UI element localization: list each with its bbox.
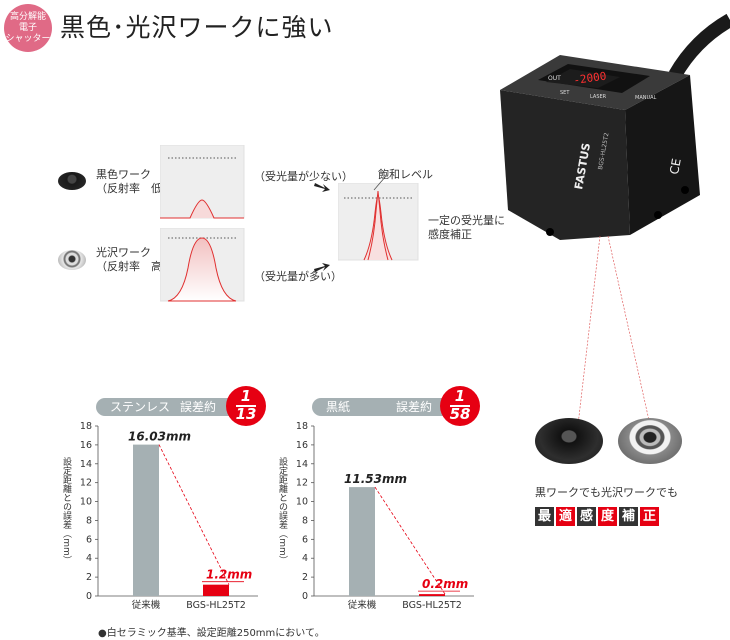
sensor-display-readout: -2000 (573, 69, 608, 86)
sensor-set-label: SET (560, 90, 570, 96)
chart2-ytick-10: 10 (296, 497, 308, 508)
black-work-name: 黒色ワーク (96, 168, 151, 181)
shiny-work-label: 光沢ワーク （反射率 高） (96, 246, 173, 274)
page-title: 黒色･光沢ワークに強い (60, 13, 334, 42)
high-light-panel (160, 228, 245, 302)
chart1-bar-0 (133, 444, 159, 596)
chart2-ytick-2: 2 (302, 572, 308, 583)
high-light-label: （受光量が多い） (254, 270, 342, 283)
sensor-laser-label: LASER (590, 94, 607, 100)
chart2-ytick-6: 6 (302, 534, 308, 545)
black-work-label: 黒色ワーク （反射率 低） (96, 168, 173, 196)
chart1-ytick-18: 18 (80, 421, 92, 432)
badge-char-4: 補 (619, 507, 638, 526)
chart1-trend-line (158, 444, 230, 585)
chart2-ytick-12: 12 (296, 478, 308, 489)
shiny-work-reflect: （反射率 高） (96, 260, 173, 273)
badge-line-1: 高分解能 (9, 11, 46, 22)
chart2-ytick-4: 4 (302, 553, 308, 564)
tagline: 黒ワークでも光沢ワークでも (535, 486, 678, 499)
saturation-label: 飽和レベル (378, 168, 433, 181)
chart1-ytick-12: 12 (80, 478, 92, 489)
low-light-panel (160, 145, 245, 219)
shiny-work-large-icon (618, 418, 682, 464)
chart2-bar-0 (349, 487, 375, 596)
badge-line-2: 電子 (18, 22, 37, 33)
chart1-ytick-8: 8 (86, 515, 92, 526)
chart1-ytick-16: 16 (80, 440, 92, 451)
shiny-bearing-icon (58, 250, 86, 270)
chart1-ytick-6: 6 (86, 534, 92, 545)
resolution-badge: 高分解能 電子 シャッター (4, 4, 52, 52)
chart1-header-right: 誤差約 (180, 400, 217, 414)
chart2-value-label-0: 11.53mm (344, 472, 407, 486)
badge-char-5: 正 (640, 507, 659, 526)
chart1-ratio-badge: 1 13 (226, 386, 266, 426)
chart2-ratio-den: 58 (449, 405, 471, 423)
chart1-category-0: 従来機 (132, 599, 161, 611)
compensation-line-1: 一定の受光量に (428, 214, 505, 227)
chart2-ratio-num: 1 (454, 387, 466, 405)
black-work-large-icon (535, 418, 603, 464)
sensor-manual-label: MANUAL (635, 95, 657, 101)
shiny-work-name: 光沢ワーク (96, 246, 151, 259)
black-work-reflect: （反射率 低） (96, 182, 173, 195)
chart2-category-1: BGS-HL25T2 (402, 600, 462, 611)
compensated-panel (338, 183, 419, 261)
badge-char-1: 適 (556, 507, 575, 526)
compensation-label: 一定の受光量に 感度補正 (428, 214, 505, 242)
badge-char-2: 感 (577, 507, 596, 526)
chart1-header-left: ステンレス (110, 400, 171, 414)
chart1-ylabel: 設定距離との誤差（mm） (61, 456, 72, 565)
low-light-label: （受光量が少ない） (254, 170, 353, 183)
badge-char-0: 最 (535, 507, 554, 526)
chart2-ytick-8: 8 (302, 515, 308, 526)
footnote: ●白セラミック基準、設定距離250mmにおいて。 (98, 628, 325, 639)
chart2-ylabel: 設定距離との誤差（mm） (277, 456, 288, 565)
chart2-svg: 設定距離との誤差（mm） 0 2 4 6 8 10 12 14 16 18 従来機 11.53mmBGS… (277, 421, 474, 611)
chart1-ytick-14: 14 (80, 459, 92, 470)
chart1-ytick-10: 10 (80, 497, 92, 508)
chart1-ytick-0: 0 (86, 591, 92, 602)
chart2-bar-1 (419, 594, 445, 596)
black-washer-icon (58, 172, 86, 190)
chart1-header: ステンレス 誤差約 (96, 398, 246, 416)
arrow-up-right-icon (314, 263, 330, 272)
chart1-category-1: BGS-HL25T2 (186, 600, 246, 611)
ce-mark: CE (667, 157, 684, 175)
chart2-ratio-badge: 1 58 (440, 386, 480, 426)
sensor-device-image: -2000 OUT LASER MANUAL SET FASTUS BGS-HL… (500, 13, 730, 420)
chart2-header-right: 誤差約 (396, 400, 433, 414)
badge-line-3: シャッター (5, 33, 51, 44)
chart2-trend-line (374, 486, 446, 595)
chart1-ytick-4: 4 (86, 553, 92, 564)
chart1-svg: 設定距離との誤差（mm） 0 2 4 6 8 10 12 14 16 18 従来機 16.03mmBGS… (61, 421, 258, 611)
chart2-value-label-1: 0.2mm (422, 577, 468, 591)
badge-char-3: 度 (598, 507, 617, 526)
arrow-down-right-icon (314, 183, 330, 192)
chart1-ytick-2: 2 (86, 572, 92, 583)
chart1-value-label-1: 1.2mm (206, 568, 252, 582)
chart1-ratio-den: 13 (235, 405, 257, 423)
optimal-sensitivity-badge: 最適感度補正 (535, 505, 661, 526)
saturation-leader-line (373, 175, 387, 191)
chart2-ytick-16: 16 (296, 440, 308, 451)
chart2-ytick-14: 14 (296, 459, 308, 470)
chart2-ytick-18: 18 (296, 421, 308, 432)
chart1-ratio-num: 1 (240, 387, 252, 405)
chart2-header: 黒紙 誤差約 (312, 398, 452, 416)
sensor-out-label: OUT (548, 75, 561, 82)
chart2-header-left: 黒紙 (326, 400, 351, 414)
compensation-line-2: 感度補正 (428, 228, 472, 241)
chart2-ytick-0: 0 (302, 591, 308, 602)
chart2-category-0: 従来機 (348, 599, 377, 611)
chart1-value-label-0: 16.03mm (128, 430, 191, 444)
chart1-bar-1 (203, 584, 229, 596)
